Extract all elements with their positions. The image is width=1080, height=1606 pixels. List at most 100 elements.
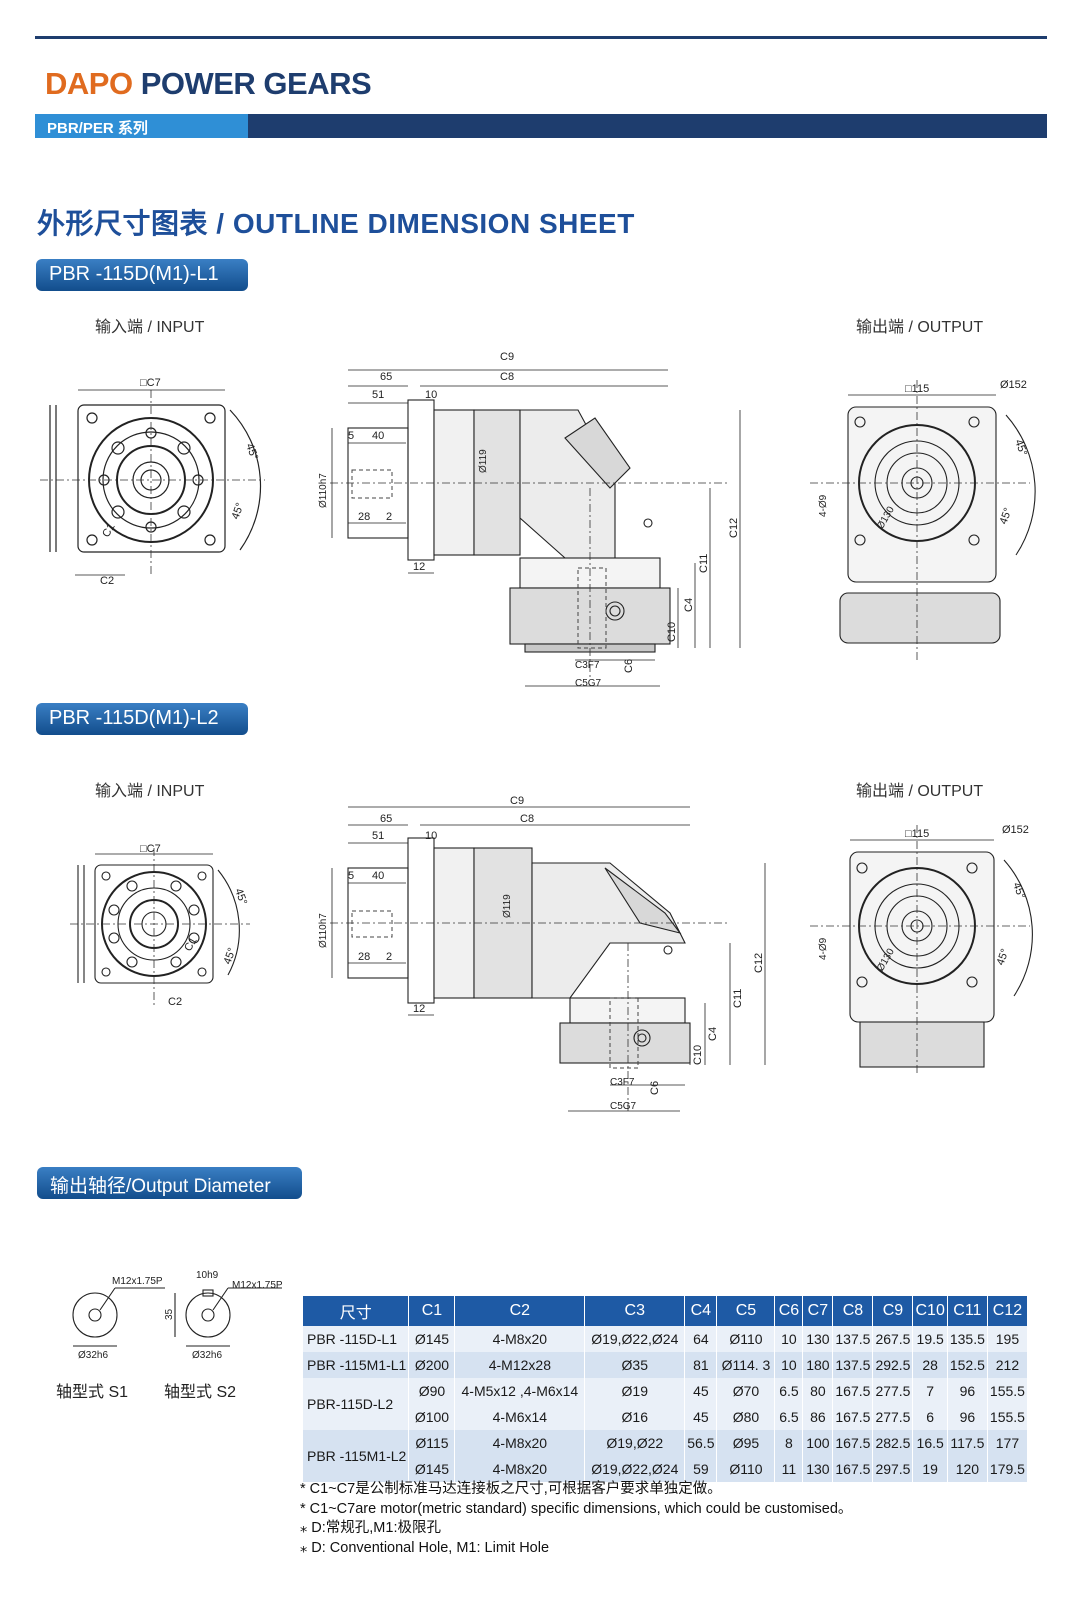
output-view-l2: □115 Ø152 Ø130 4-Ø9 45° 45°: [810, 824, 1033, 1075]
cell: 4-M8x20: [454, 1326, 586, 1352]
cell: 137.5: [832, 1352, 874, 1378]
sheet-title: 外形尺寸图表 / OUTLINE DIMENSION SHEET: [37, 208, 635, 239]
col-header: C10: [912, 1296, 948, 1326]
cell: 135.5: [947, 1326, 988, 1352]
cell: 4-M6x14: [454, 1404, 586, 1430]
input-label-l2: 输入端 / INPUT: [95, 783, 205, 800]
s2-thread: M12x1.75P: [232, 1280, 283, 1291]
cell: Ø16: [584, 1404, 686, 1430]
col-header: C7: [802, 1296, 834, 1326]
cell: 167.5: [832, 1404, 874, 1430]
input-view-l2: □C7 C2 C1 45° 45°: [70, 843, 250, 1008]
cell: 7: [912, 1378, 948, 1404]
cell: Ø19,Ø22,Ø24: [584, 1326, 686, 1352]
s1-dia: Ø32h6: [78, 1350, 108, 1361]
dim-12: 12: [413, 561, 425, 573]
cell: 6.5: [774, 1378, 804, 1404]
dim-c3-l2: C3F7: [610, 1077, 635, 1088]
side-view-l1: C9 C8 65 51 10 5 40 28 2 12 Ø110h7 Ø119 …: [318, 351, 741, 689]
cell: 277.5: [872, 1404, 914, 1430]
table-row: PBR -115M1-L1 Ø200 4-M12x28 Ø35 81 Ø114.…: [303, 1352, 1029, 1378]
dim-c5: C5G7: [575, 678, 602, 689]
input-label-l1: 输入端 / INPUT: [95, 319, 205, 336]
dim-out-angle-b: 45°: [998, 506, 1015, 526]
table-row: Ø100 4-M6x14 Ø16 45 Ø80 6.5 86 167.5 277…: [303, 1404, 1029, 1430]
cell: 277.5: [872, 1378, 914, 1404]
side-view-l2: C9 C8 65 51 10 5 40 28 2 12 Ø110h7 Ø119 …: [318, 795, 766, 1113]
dim-c2-l2: C2: [168, 996, 182, 1008]
table-row: PBR -115D-L1 Ø145 4-M8x20 Ø19,Ø22,Ø24 64…: [303, 1326, 1029, 1352]
cell: 96: [947, 1378, 988, 1404]
note-line: * C1~C7是公制标准马达连接板之尺寸,可根据客户要求单独定做。: [300, 1481, 722, 1497]
dim-out-holes-l2: 4-Ø9: [818, 937, 829, 960]
table-row: PBR-115D-L2 Ø90 4-M5x12 ,4-M6x14 Ø19 45 …: [303, 1378, 1029, 1430]
cell-model: PBR -115D-L1: [303, 1326, 410, 1352]
cell: 212: [987, 1352, 1029, 1378]
cell: 16.5: [912, 1430, 948, 1456]
cell: 167.5: [832, 1456, 874, 1482]
cell: Ø110: [716, 1326, 776, 1352]
cell: Ø145: [408, 1326, 456, 1352]
cell: 64: [684, 1326, 718, 1352]
note-line: ⁎ D:常规孔,M1:极限孔: [300, 1520, 441, 1537]
dim-c10: C10: [666, 622, 678, 642]
dim-10: 10: [425, 389, 437, 401]
note-line: ⁎ D: Conventional Hole, M1: Limit Hole: [300, 1539, 550, 1556]
col-header: C4: [684, 1296, 718, 1326]
dim-out-angle-l2b: 45°: [995, 947, 1012, 967]
dim-c11-l2: C11: [732, 989, 744, 1008]
cell: 45: [684, 1378, 718, 1404]
cell: Ø100: [408, 1404, 456, 1430]
cell: Ø115: [408, 1430, 456, 1456]
cell: 195: [987, 1326, 1029, 1352]
col-header: C6: [774, 1296, 804, 1326]
s2-dia: Ø32h6: [192, 1350, 222, 1361]
dim-out-square: □115: [905, 383, 929, 395]
table-row: PBR -115M1-L2 Ø115 4-M8x20 Ø19,Ø22 56.5 …: [303, 1430, 1029, 1482]
dim-c5-l2: C5G7: [610, 1101, 637, 1112]
dim-c7-l2: □C7: [140, 843, 161, 855]
model-pill-l1: PBR -115D(M1)-L1: [36, 259, 248, 291]
cell: 167.5: [832, 1430, 874, 1456]
cell: 81: [684, 1352, 718, 1378]
dim-65: 65: [380, 371, 392, 383]
cell: 155.5: [987, 1378, 1029, 1404]
cell: Ø19,Ø22,Ø24: [584, 1456, 686, 1482]
output-view-l1: □115 Ø152 Ø130 4-Ø9 45° 45°: [810, 379, 1036, 660]
dim-28: 28: [358, 511, 370, 523]
shaft-types: M12x1.75P Ø32h6 10h9 M12x1.75P 35 Ø32h6: [72, 1270, 283, 1361]
cell: 4-M8x20: [454, 1430, 586, 1456]
cell: 297.5: [872, 1456, 914, 1482]
dim-out-angle-a: 45°: [1012, 438, 1029, 458]
cell: 96: [947, 1404, 988, 1430]
cell-model: PBR -115M1-L2: [303, 1430, 410, 1482]
cell: 10: [774, 1326, 804, 1352]
col-header: C8: [832, 1296, 874, 1326]
output-diameter-pill: 输出轴径/Output Diameter: [37, 1167, 302, 1199]
dim-51: 51: [372, 389, 384, 401]
col-header: C5: [716, 1296, 776, 1326]
output-label-l1: 输出端 / OUTPUT: [856, 319, 984, 336]
output-label-l2: 输出端 / OUTPUT: [856, 783, 984, 800]
dim-c2: C2: [100, 575, 114, 587]
dim-shaft-dia: Ø110h7: [318, 473, 329, 508]
dim-out-dia: Ø152: [1000, 379, 1027, 391]
cell: 6: [912, 1404, 948, 1430]
footnotes: * C1~C7是公制标准马达连接板之尺寸,可根据客户要求单独定做。 * C1~C…: [300, 1480, 852, 1558]
dim-12-l2: 12: [413, 1003, 425, 1015]
cell: 6.5: [774, 1404, 804, 1430]
note-line: * C1~C7are motor(metric standard) specif…: [300, 1500, 853, 1517]
cell: Ø70: [716, 1378, 776, 1404]
dim-c4-l2: C4: [707, 1027, 719, 1041]
cell-model: PBR-115D-L2: [303, 1378, 410, 1430]
table-row: Ø145 4-M8x20 Ø19,Ø22,Ø24 59 Ø110 11 130 …: [303, 1456, 1029, 1482]
cell: 130: [802, 1326, 834, 1352]
dim-body-dia-l2: Ø119: [502, 894, 513, 918]
dim-c8: C8: [500, 371, 514, 383]
brand-part1: DAPO: [45, 66, 133, 101]
dim-angle-b: 45°: [230, 501, 247, 521]
cell: Ø95: [716, 1430, 776, 1456]
cell: 167.5: [832, 1378, 874, 1404]
dim-c7: □C7: [140, 377, 161, 389]
dim-c3: C3F7: [575, 660, 600, 671]
